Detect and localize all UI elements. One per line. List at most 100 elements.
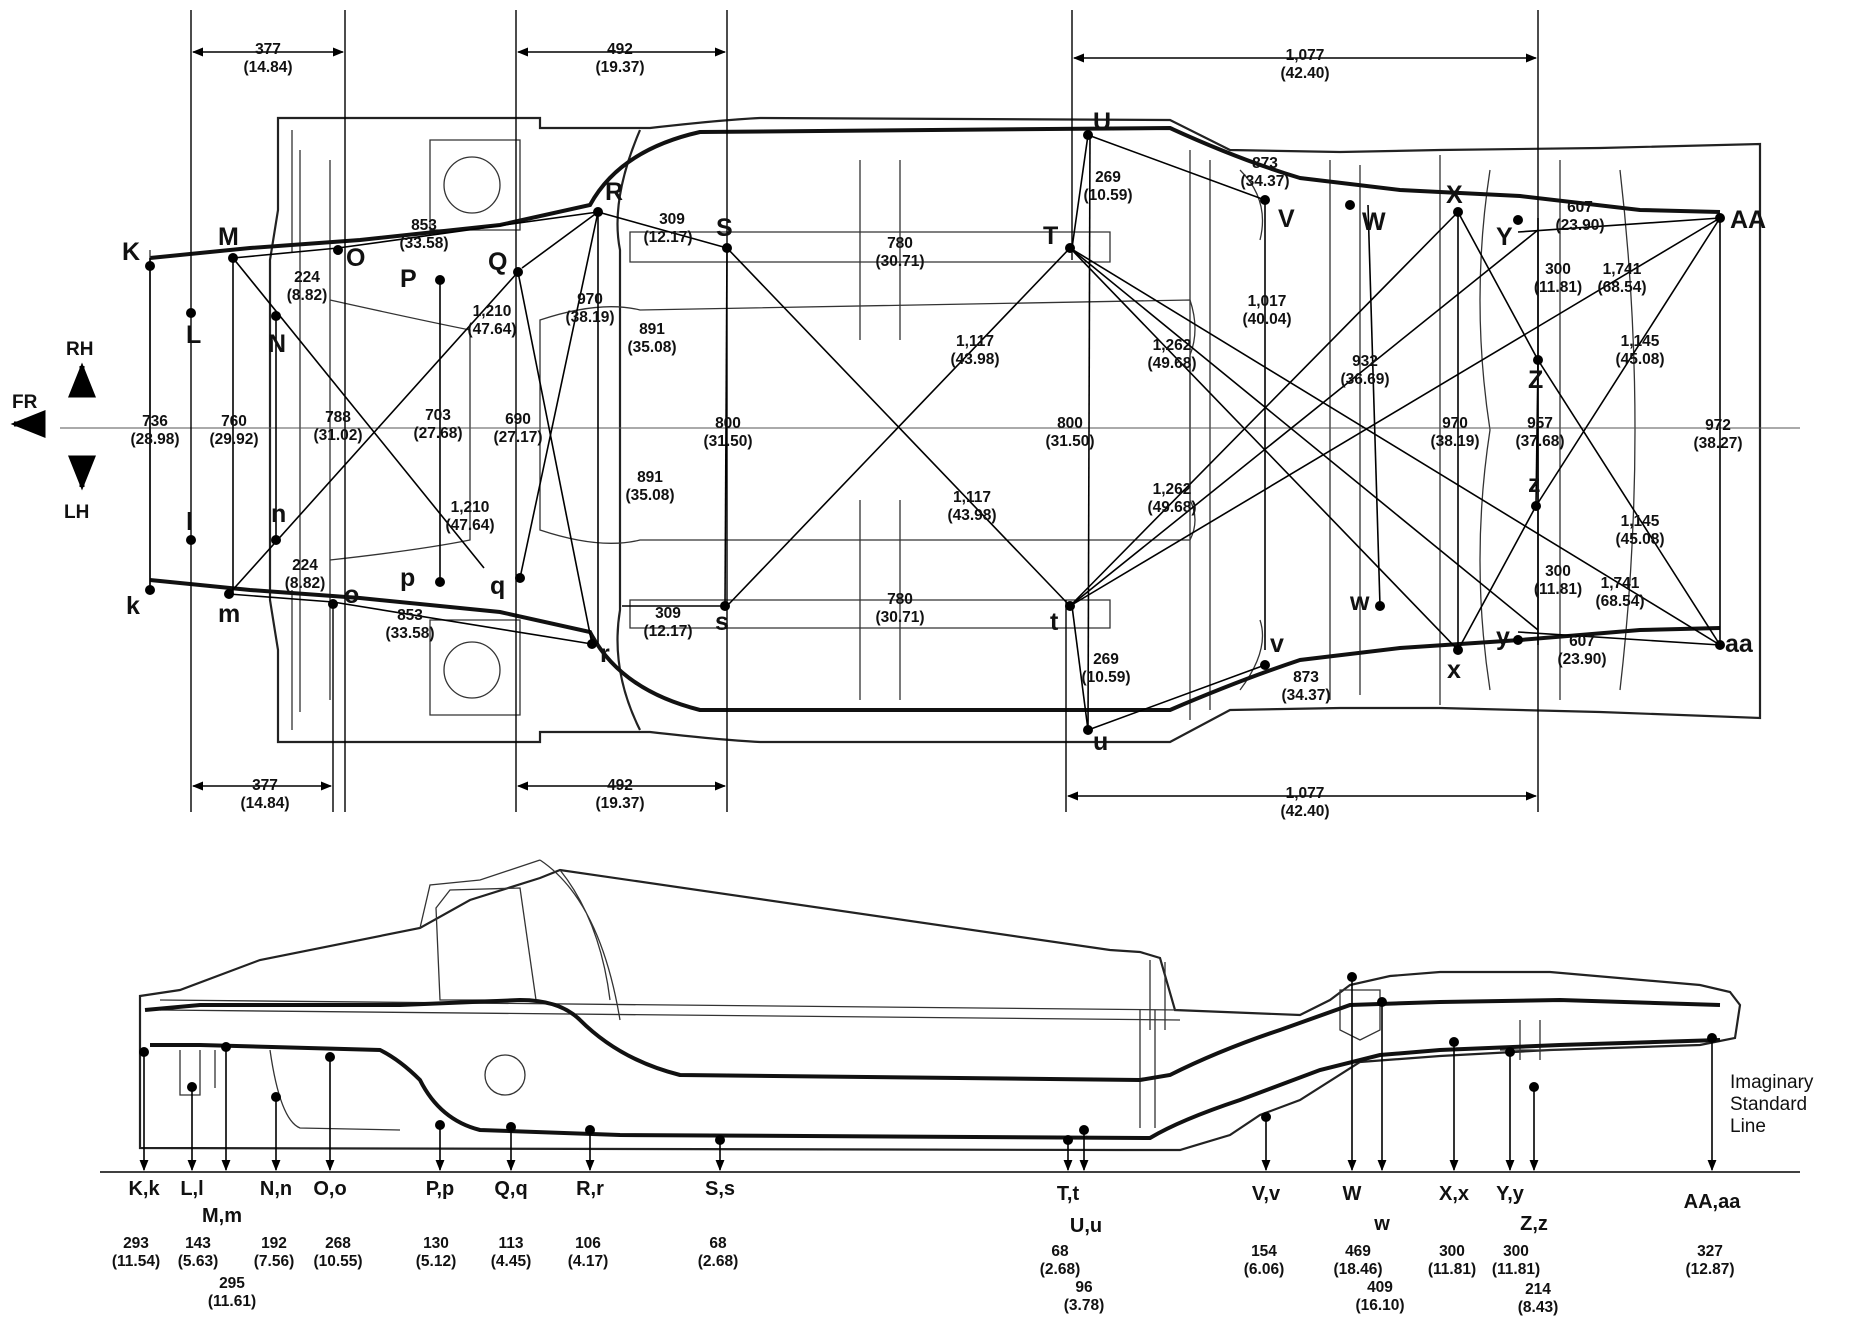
dim-1262-lh: 1,262 bbox=[1153, 481, 1192, 498]
point-Q: Q bbox=[488, 248, 507, 276]
height-qq: 113 bbox=[498, 1235, 523, 1252]
point-aa: aa bbox=[1725, 630, 1754, 658]
dim-891-lh-inch: (35.08) bbox=[625, 487, 674, 504]
imaginary-standard-line: Imaginary Standard Line bbox=[100, 1072, 1814, 1173]
dim-377-bottom-inch: (14.84) bbox=[240, 795, 289, 812]
point-R: R bbox=[605, 178, 623, 206]
point-n: n bbox=[271, 500, 286, 528]
dim-788: 788 bbox=[325, 409, 351, 426]
height-yy: 300 bbox=[1503, 1243, 1529, 1260]
dim-1210-rh-inch: (47.64) bbox=[467, 321, 516, 338]
height-ll: 143 bbox=[185, 1235, 211, 1252]
dim-780-lh-inch: (30.71) bbox=[875, 609, 924, 626]
dim-690-inch: (27.17) bbox=[493, 429, 542, 446]
dim-780-rh-inch: (30.71) bbox=[875, 253, 924, 270]
side-label-pp: P,p bbox=[426, 1178, 455, 1200]
plan-view-overall-dims: 377 (14.84) 492 (19.37) 1,077 (42.40) 37… bbox=[240, 41, 1329, 820]
height-yy-inch: (11.81) bbox=[1492, 1261, 1540, 1278]
point-o: o bbox=[344, 581, 359, 609]
dim-224-rh: 224 bbox=[294, 269, 320, 286]
dim-873-lh-inch: (34.37) bbox=[1281, 687, 1330, 704]
point-T: T bbox=[1043, 222, 1058, 250]
dim-300-lh: 300 bbox=[1545, 563, 1571, 580]
point-N: N bbox=[268, 330, 286, 358]
height-tt: 68 bbox=[1051, 1243, 1069, 1260]
height-zz-inch: (8.43) bbox=[1518, 1299, 1559, 1316]
dim-873-rh: 873 bbox=[1252, 155, 1278, 172]
height-vv: 154 bbox=[1251, 1243, 1277, 1260]
height-rr-inch: (4.17) bbox=[568, 1253, 609, 1270]
dim-932-inch: (36.69) bbox=[1340, 371, 1389, 388]
direction-indicators: FR RH LH bbox=[10, 339, 96, 523]
point-O: O bbox=[346, 244, 365, 272]
dim-1262-rh-inch: (49.68) bbox=[1147, 355, 1196, 372]
dim-300-rh: 300 bbox=[1545, 261, 1571, 278]
side-label-W: W bbox=[1343, 1183, 1362, 1205]
height-pp-inch: (5.12) bbox=[416, 1253, 457, 1270]
left-hand-label: LH bbox=[64, 502, 89, 523]
dim-780-rh: 780 bbox=[887, 235, 913, 252]
dim-972-inch: (38.27) bbox=[1693, 435, 1742, 452]
dim-853-lh-inch: (33.58) bbox=[385, 625, 434, 642]
dim-607-rh-inch: (23.90) bbox=[1555, 217, 1604, 234]
dim-800-front-inch: (31.50) bbox=[703, 433, 752, 450]
point-y: y bbox=[1496, 623, 1510, 651]
dim-224-rh-inch: (8.82) bbox=[287, 287, 328, 304]
height-w-inch: (16.10) bbox=[1355, 1297, 1404, 1314]
height-mm: 295 bbox=[219, 1275, 245, 1292]
dim-1077-bottom: 1,077 bbox=[1286, 785, 1325, 802]
dim-492-top-inch: (19.37) bbox=[595, 59, 644, 76]
dim-269-rh-inch: (10.59) bbox=[1083, 187, 1132, 204]
height-aa: 327 bbox=[1697, 1243, 1723, 1260]
point-w: w bbox=[1349, 588, 1370, 616]
dim-780-lh: 780 bbox=[887, 591, 913, 608]
dim-1210-rh: 1,210 bbox=[473, 303, 512, 320]
dim-800-rear-inch: (31.50) bbox=[1045, 433, 1094, 450]
side-label-kk: K,k bbox=[128, 1178, 160, 1200]
height-pp: 130 bbox=[423, 1235, 449, 1252]
height-w: 409 bbox=[1367, 1279, 1393, 1296]
point-p: p bbox=[400, 564, 415, 592]
dim-1145-rh-inch: (45.08) bbox=[1615, 351, 1664, 368]
point-k: k bbox=[126, 592, 140, 620]
plan-view-measuring-points bbox=[145, 130, 1725, 735]
dim-1262-rh: 1,262 bbox=[1153, 337, 1192, 354]
side-label-uu: U,u bbox=[1070, 1215, 1102, 1237]
dim-377-top-inch: (14.84) bbox=[243, 59, 292, 76]
dim-1117-rh: 1,117 bbox=[956, 333, 994, 350]
dim-300-rh-inch: (11.81) bbox=[1534, 279, 1582, 296]
front-direction-label: FR bbox=[12, 392, 38, 413]
point-Z: Z bbox=[1528, 366, 1543, 394]
side-label-xx: X,x bbox=[1439, 1183, 1469, 1205]
dim-1017: 1,017 bbox=[1248, 293, 1287, 310]
dim-309-rh-inch: (12.17) bbox=[643, 229, 692, 246]
point-L: L bbox=[186, 321, 201, 349]
height-W: 469 bbox=[1345, 1243, 1371, 1260]
side-label-nn: N,n bbox=[260, 1178, 292, 1200]
side-label-yy: Y,y bbox=[1496, 1183, 1525, 1205]
dim-1077-bottom-inch: (42.40) bbox=[1280, 803, 1329, 820]
dim-492-top: 492 bbox=[607, 41, 633, 58]
dim-853-lh: 853 bbox=[397, 607, 423, 624]
side-label-tt: T,t bbox=[1057, 1183, 1080, 1205]
dim-788-inch: (31.02) bbox=[313, 427, 362, 444]
point-x: x bbox=[1447, 656, 1461, 684]
dim-800-rear: 800 bbox=[1057, 415, 1083, 432]
height-mm-inch: (11.61) bbox=[208, 1293, 256, 1310]
dim-736: 736 bbox=[142, 413, 168, 430]
plan-view-measurement-lines bbox=[149, 134, 1721, 731]
height-kk-inch: (11.54) bbox=[112, 1253, 160, 1270]
dim-970-front: 970 bbox=[577, 291, 603, 308]
point-M: M bbox=[218, 223, 239, 251]
plan-view-body-outline bbox=[149, 116, 1762, 744]
dim-269-lh: 269 bbox=[1093, 651, 1119, 668]
height-rr: 106 bbox=[575, 1235, 601, 1252]
point-Y: Y bbox=[1496, 223, 1513, 251]
side-view-height-arrows bbox=[139, 972, 1717, 1172]
point-m: m bbox=[218, 600, 240, 628]
height-nn-inch: (7.56) bbox=[254, 1253, 295, 1270]
standard-line-label-3: Line bbox=[1730, 1116, 1766, 1137]
height-tt-inch: (2.68) bbox=[1040, 1261, 1081, 1278]
side-label-ll: L,l bbox=[180, 1178, 203, 1200]
